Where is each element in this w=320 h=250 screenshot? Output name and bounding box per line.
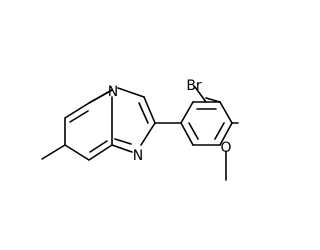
bond-n4-c4 <box>88 89 113 104</box>
bond-c8-c8a <box>88 144 113 161</box>
bond-ph4-ph5 <box>219 122 233 146</box>
imidazole-ring <box>111 87 156 153</box>
bond-ph3-ph4 <box>219 101 233 124</box>
bond-c5-c6-double <box>69 110 89 123</box>
bond-ph4-ph5-double <box>214 122 225 140</box>
chemical-structure-diagram: N N Br O <box>41 78 239 181</box>
phenyl-ring <box>154 101 233 146</box>
pyridine-ring <box>41 89 113 161</box>
bond-c7-c8 <box>64 144 90 161</box>
bond-ph3-bromine <box>194 86 207 103</box>
bond-ph3-br <box>205 97 221 103</box>
atom-label-bromine: Br <box>186 78 202 94</box>
bond-ph6-ph1-double <box>188 122 199 140</box>
bond-c7-methyl <box>41 144 66 160</box>
bond-n1-c8a <box>111 144 133 153</box>
bond-ph6-ph1 <box>180 122 194 146</box>
atom-label-oxygen: O <box>220 140 231 156</box>
substituents <box>194 86 239 181</box>
atom-label-n-imine: N <box>133 148 143 164</box>
bond-c8-c8a-double <box>89 140 108 153</box>
bond-c5-c6 <box>64 102 90 119</box>
bond-c3-c2-double <box>138 102 149 124</box>
bond-c2-n1 <box>140 122 156 146</box>
atom-label-n-bridgehead: N <box>108 84 118 100</box>
bond-n4-c3 <box>117 87 145 98</box>
bond-c3-c2 <box>143 96 156 124</box>
bond-ph1-ph2 <box>180 101 194 124</box>
bond-n1-c8a-double <box>114 138 132 145</box>
